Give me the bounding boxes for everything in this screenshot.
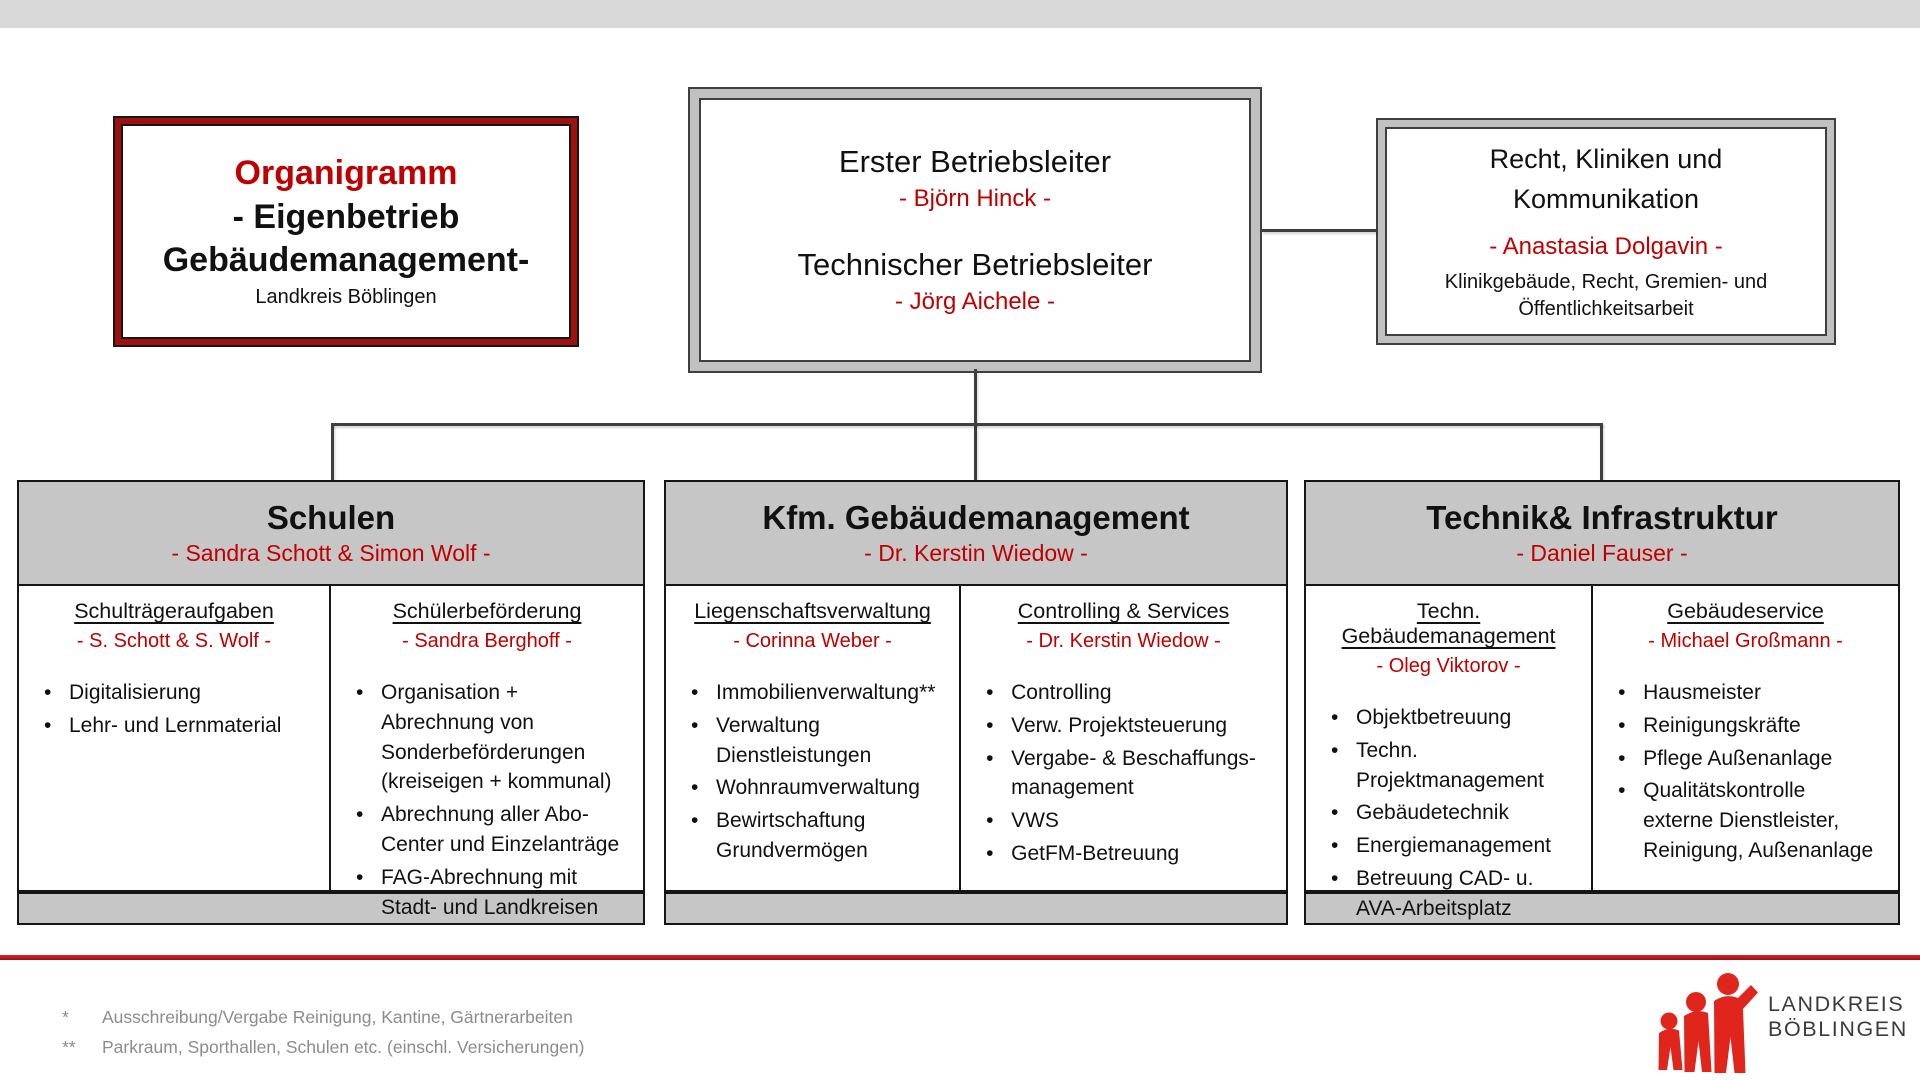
task-item: Pflege Außenanlage — [1611, 744, 1880, 774]
landkreis-boeblingen-logo: LANDKREIS BÖBLINGEN — [1656, 972, 1906, 1074]
leader-name-2: - Jörg Aichele - — [894, 288, 1056, 315]
task-item: VWS — [979, 806, 1268, 836]
task-item: Objektbetreuung — [1324, 703, 1573, 733]
three-figures-icon — [1658, 973, 1758, 1073]
unit-schultraegeraufgaben: Schulträgeraufgaben - S. Schott & S. Wol… — [19, 586, 331, 890]
department-body: Schulträgeraufgaben - S. Schott & S. Wol… — [17, 586, 645, 919]
task-item: Techn. Projektmanagement — [1324, 736, 1573, 796]
top-gray-band — [0, 0, 1920, 28]
department-body: Techn. Gebäudemanagement - Oleg Viktorov… — [1304, 586, 1900, 920]
department-head: - Sandra Schott & Simon Wolf - — [171, 540, 491, 566]
staff-unit-description: Klinikgebäude, Recht, Gremien- und Öffen… — [1444, 270, 1768, 320]
department-schulen: Schulen - Sandra Schott & Simon Wolf - S… — [17, 480, 645, 925]
department-body: Liegenschaftsverwaltung - Corinna Weber … — [664, 586, 1288, 892]
unit-gebaeudeservice: Gebäudeservice - Michael Großmann - Haus… — [1593, 586, 1898, 890]
task-item: Wohnraumverwaltung — [684, 773, 941, 803]
department-kfm-gebaeudemanagement: Kfm. Gebäudemanagement - Dr. Kerstin Wie… — [664, 480, 1288, 925]
footnote-text: Parkraum, Sporthallen, Schulen etc. (ein… — [102, 1037, 585, 1057]
task-item: Digitalisierung — [37, 678, 311, 708]
department-title: Technik& Infrastruktur — [1426, 499, 1778, 536]
department-header: Technik& Infrastruktur - Daniel Fauser - — [1304, 480, 1900, 586]
staff-unit-title: Recht, Kliniken und Kommunikation — [1489, 144, 1723, 214]
task-item: FAG-Abrechnung mit Stadt- und Landkreise… — [349, 863, 625, 923]
unit-title: Liegenschaftsverwaltung — [694, 599, 931, 623]
task-item: Reinigungskräfte — [1611, 711, 1880, 741]
chart-title-box: Organigramm - Eigenbetrieb Gebäudemanage… — [113, 116, 579, 347]
logo-text: LANDKREIS BÖBLINGEN — [1768, 992, 1908, 1042]
task-item: Controlling — [979, 678, 1268, 708]
task-list: Organisation + Abrechnung von Sonderbefö… — [349, 678, 625, 923]
department-header: Kfm. Gebäudemanagement - Dr. Kerstin Wie… — [664, 480, 1288, 586]
footnote-marker: ** — [62, 1037, 76, 1057]
department-footer-strip — [664, 892, 1288, 925]
department-header: Schulen - Sandra Schott & Simon Wolf - — [17, 480, 645, 586]
unit-title: Techn. Gebäudemanagement — [1341, 599, 1556, 648]
task-item: GetFM-Betreuung — [979, 839, 1268, 869]
task-item: Lehr- und Lernmaterial — [37, 711, 311, 741]
staff-unit-box: Recht, Kliniken und Kommunikation - Anas… — [1376, 118, 1836, 345]
leader-role-2: Technischer Betriebsleiter — [797, 247, 1153, 282]
task-item: Hausmeister — [1611, 678, 1880, 708]
footnote-row: * Ausschreibung/Vergabe Reinigung, Kanti… — [62, 1002, 584, 1032]
department-technik-infrastruktur: Technik& Infrastruktur - Daniel Fauser -… — [1304, 480, 1900, 925]
chart-title: Organigramm — [234, 154, 458, 193]
unit-title: Controlling & Services — [1017, 599, 1230, 623]
logo-line-2: BÖBLINGEN — [1768, 1017, 1908, 1041]
unit-controlling-services: Controlling & Services - Dr. Kerstin Wie… — [961, 586, 1286, 890]
task-list: Objektbetreuung Techn. Projektmanagement… — [1324, 703, 1573, 924]
unit-head: - Sandra Berghoff - — [402, 630, 572, 652]
task-list: Immobilienverwaltung** Verwaltung Dienst… — [684, 678, 941, 866]
task-item: Abrechnung aller Abo-Center und Einzelan… — [349, 800, 625, 860]
task-item: Vergabe- & Beschaffungs-management — [979, 744, 1268, 804]
unit-head: - Dr. Kerstin Wiedow - — [1026, 630, 1221, 652]
task-item: Gebäudetechnik — [1324, 798, 1573, 828]
footnote-row: ** Parkraum, Sporthallen, Schulen etc. (… — [62, 1032, 584, 1062]
chart-org-name: Landkreis Böblingen — [255, 285, 437, 308]
unit-liegenschaftsverwaltung: Liegenschaftsverwaltung - Corinna Weber … — [666, 586, 962, 890]
footnote-text: Ausschreibung/Vergabe Reinigung, Kantine… — [102, 1007, 573, 1027]
logo-line-1: LANDKREIS — [1768, 992, 1905, 1016]
connector-left-drop — [331, 423, 334, 480]
leader-name-1: - Björn Hinck - — [898, 185, 1052, 212]
task-list: Controlling Verw. Projektsteuerung Verga… — [979, 678, 1268, 869]
connector-staff-line — [1262, 229, 1376, 232]
task-item: Verw. Projektsteuerung — [979, 711, 1268, 741]
unit-head: - Corinna Weber - — [733, 630, 892, 652]
task-item: Betreuung CAD- u. AVA-Arbeitsplatz — [1324, 864, 1573, 924]
connector-right-drop — [1600, 423, 1603, 480]
unit-head: - Oleg Viktorov - — [1376, 655, 1521, 677]
leader-role-1: Erster Betriebsleiter — [838, 144, 1112, 179]
task-list: Digitalisierung Lehr- und Lernmaterial — [37, 678, 311, 741]
footnotes: * Ausschreibung/Vergabe Reinigung, Kanti… — [62, 1002, 584, 1062]
unit-title: Gebäudeservice — [1667, 599, 1824, 623]
task-item: Immobilienverwaltung** — [684, 678, 941, 708]
connector-horizontal — [331, 423, 1603, 426]
chart-subtitle-line1: - Eigenbetrieb — [232, 197, 460, 236]
unit-techn-gebaeudemanagement: Techn. Gebäudemanagement - Oleg Viktorov… — [1306, 586, 1594, 920]
task-item: Bewirtschaftung Grundvermögen — [684, 806, 941, 866]
red-divider-line — [0, 955, 1920, 960]
task-item: Verwaltung Dienstleistungen — [684, 711, 941, 771]
task-list: Hausmeister Reinigungskräfte Pflege Auße… — [1611, 678, 1880, 866]
department-head: - Dr. Kerstin Wiedow - — [864, 540, 1088, 566]
unit-schuelerbefoerderung: Schülerbeförderung - Sandra Berghoff - O… — [331, 586, 643, 919]
task-item: Qualitätskontrolle externe Dienstleister… — [1611, 776, 1880, 865]
unit-title: Schülerbeförderung — [392, 599, 582, 623]
unit-head: - S. Schott & S. Wolf - — [76, 630, 272, 652]
task-item: Energiemanagement — [1324, 831, 1573, 861]
footnote-marker: * — [62, 1007, 69, 1027]
department-head: - Daniel Fauser - — [1516, 540, 1688, 566]
department-title: Kfm. Gebäudemanagement — [762, 499, 1190, 536]
task-item: Organisation + Abrechnung von Sonderbefö… — [349, 678, 625, 797]
leadership-box: Erster Betriebsleiter - Björn Hinck - Te… — [688, 87, 1262, 373]
department-title: Schulen — [266, 499, 396, 536]
staff-unit-head: - Anastasia Dolgavin - — [1489, 232, 1723, 260]
unit-title: Schulträgeraufgaben — [74, 599, 274, 623]
unit-head: - Michael Großmann - — [1648, 630, 1843, 652]
chart-subtitle-line2: Gebäudemanagement- — [162, 241, 530, 280]
